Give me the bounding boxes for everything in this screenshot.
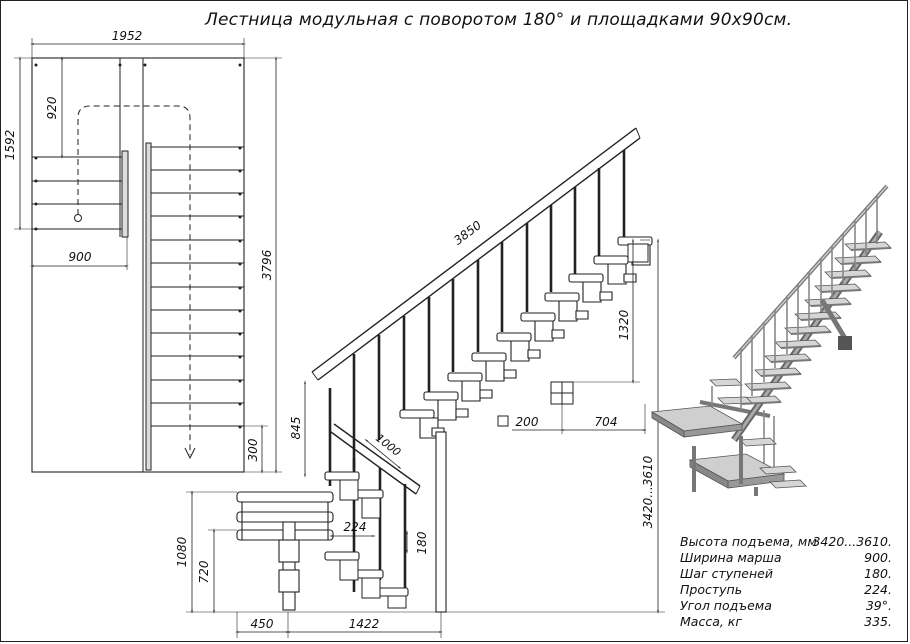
spec-label: Шаг ступеней [680, 566, 773, 581]
dim-tread-depth: 224 [344, 520, 367, 534]
isometric-view [650, 184, 892, 496]
spec-label: Угол подъема [680, 598, 772, 613]
dim-total-rise: 3420...3610 [641, 455, 655, 528]
dim-rail-height: 845 [289, 417, 303, 440]
dim-total-length: 3796 [260, 249, 274, 280]
dim-landing-offset: 920 [45, 96, 59, 119]
spec-label: Ширина марша [680, 550, 782, 565]
upper-modules [419, 244, 651, 439]
plan-view [14, 38, 282, 474]
dim-landing-height: 720 [197, 560, 211, 583]
spec-label: Высота подъема, мм [680, 534, 817, 549]
spec-value: 3420...3610. [812, 534, 892, 549]
dim-upper-height: 1320 [617, 309, 631, 340]
dim-plan-depth: 1592 [3, 130, 17, 161]
dim-plan-width: 1952 [112, 29, 143, 43]
dim-bottom-run: 1422 [349, 617, 380, 631]
upper-balusters [352, 150, 626, 470]
spec-label: Масса, кг [680, 614, 742, 629]
spec-value: 335. [864, 614, 892, 629]
dim-end-offset: 300 [246, 438, 260, 461]
iso-treads [709, 241, 892, 405]
spec-value: 224. [864, 582, 892, 597]
dim-landing-height-total: 1080 [175, 536, 189, 567]
drawing-title: Лестница модульная с поворотом 180° и пл… [205, 10, 793, 30]
spec-value: 900. [864, 550, 892, 565]
dim-post-size: 200 [516, 415, 539, 429]
dim-bottom-offset: 450 [251, 617, 274, 631]
plan-treads [151, 146, 244, 427]
dim-handrail-length: 3850 [451, 218, 484, 248]
dim-step-height: 180 [415, 531, 429, 554]
dim-post-offset: 704 [595, 415, 618, 429]
elevation-view [186, 127, 665, 638]
spec-value: 180. [864, 566, 892, 581]
spec-value: 39°. [865, 598, 892, 613]
spec-label: Проступь [680, 582, 743, 597]
dim-landing-width: 900 [69, 250, 92, 264]
lower-landing [236, 491, 334, 611]
